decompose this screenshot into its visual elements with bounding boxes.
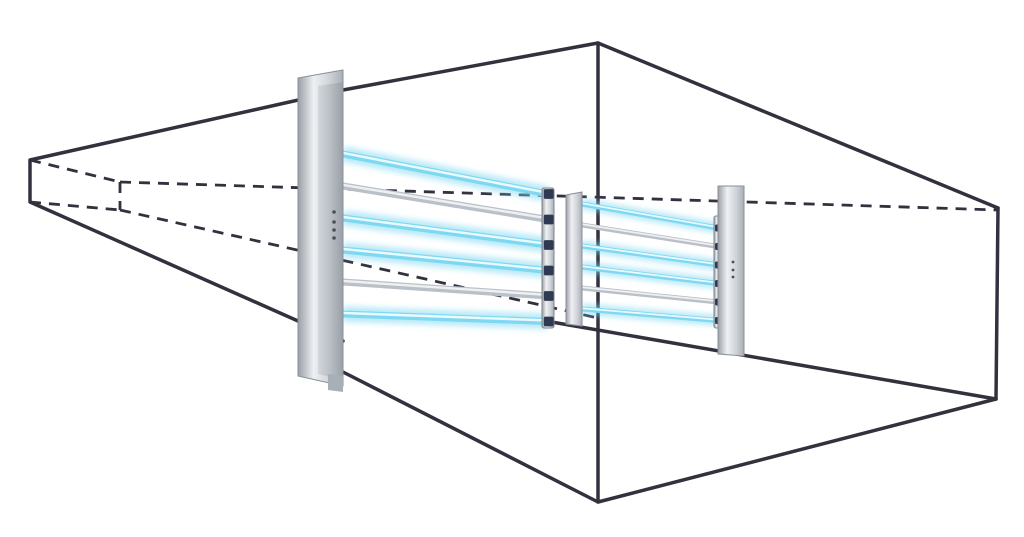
duct-top-edge: [341, 41, 1000, 210]
small-uv-fixture: [565, 185, 745, 357]
duct-inner-bottom: [538, 318, 998, 401]
tube-highlight: [581, 202, 719, 229]
large-fixture-tubes: [339, 146, 552, 330]
tube-highlight: [581, 265, 719, 284]
hidden-upper-left: [29, 158, 121, 184]
tube-highlight: [581, 244, 719, 266]
tube-highlight: [341, 215, 550, 246]
tube-highlight: [581, 286, 719, 303]
duct-left-face: [28, 88, 345, 343]
large-fixture-end-bar: [541, 187, 555, 329]
small-fixture-rear-bracket: [717, 185, 745, 357]
tube-highlight: [341, 279, 550, 297]
bracket-indicator-dot: [332, 220, 336, 224]
bracket-indicator-dot: [731, 275, 735, 279]
tube-end-cap: [543, 316, 554, 327]
bracket-indicator-dot: [731, 260, 735, 264]
tube-highlight: [581, 307, 719, 321]
hidden-lower-left: [29, 200, 121, 212]
tube-end-cap: [543, 291, 554, 301]
hidden-top-long: [119, 180, 999, 212]
tube-highlight: [581, 223, 719, 247]
tube-highlight: [341, 311, 550, 322]
tube-end-cap: [543, 265, 554, 276]
tube-end-cap: [543, 240, 554, 250]
duct-bottom-edge: [341, 370, 998, 504]
duct-solid-edges: [28, 41, 1000, 504]
duct-right-vertical: [994, 206, 1000, 401]
bracket-indicator-dot: [332, 210, 336, 214]
duct-hidden-edges: [29, 158, 999, 320]
large-fixture-bracket: [297, 69, 344, 392]
large-uv-fixture: [297, 69, 555, 392]
bracket-indicator-dot: [731, 268, 735, 272]
small-fixture-tubes: [579, 198, 721, 326]
hidden-inner-diagonal: [119, 208, 599, 320]
tube-end-cap: [543, 189, 554, 199]
tube-highlight: [341, 247, 550, 271]
tube-highlight: [341, 151, 550, 195]
bracket-indicator-dot: [332, 236, 336, 240]
tube-end-cap: [543, 214, 554, 225]
tube-highlight: [341, 183, 550, 220]
small-fixture-bracket: [565, 191, 583, 327]
bracket-indicator-dot: [332, 228, 336, 232]
